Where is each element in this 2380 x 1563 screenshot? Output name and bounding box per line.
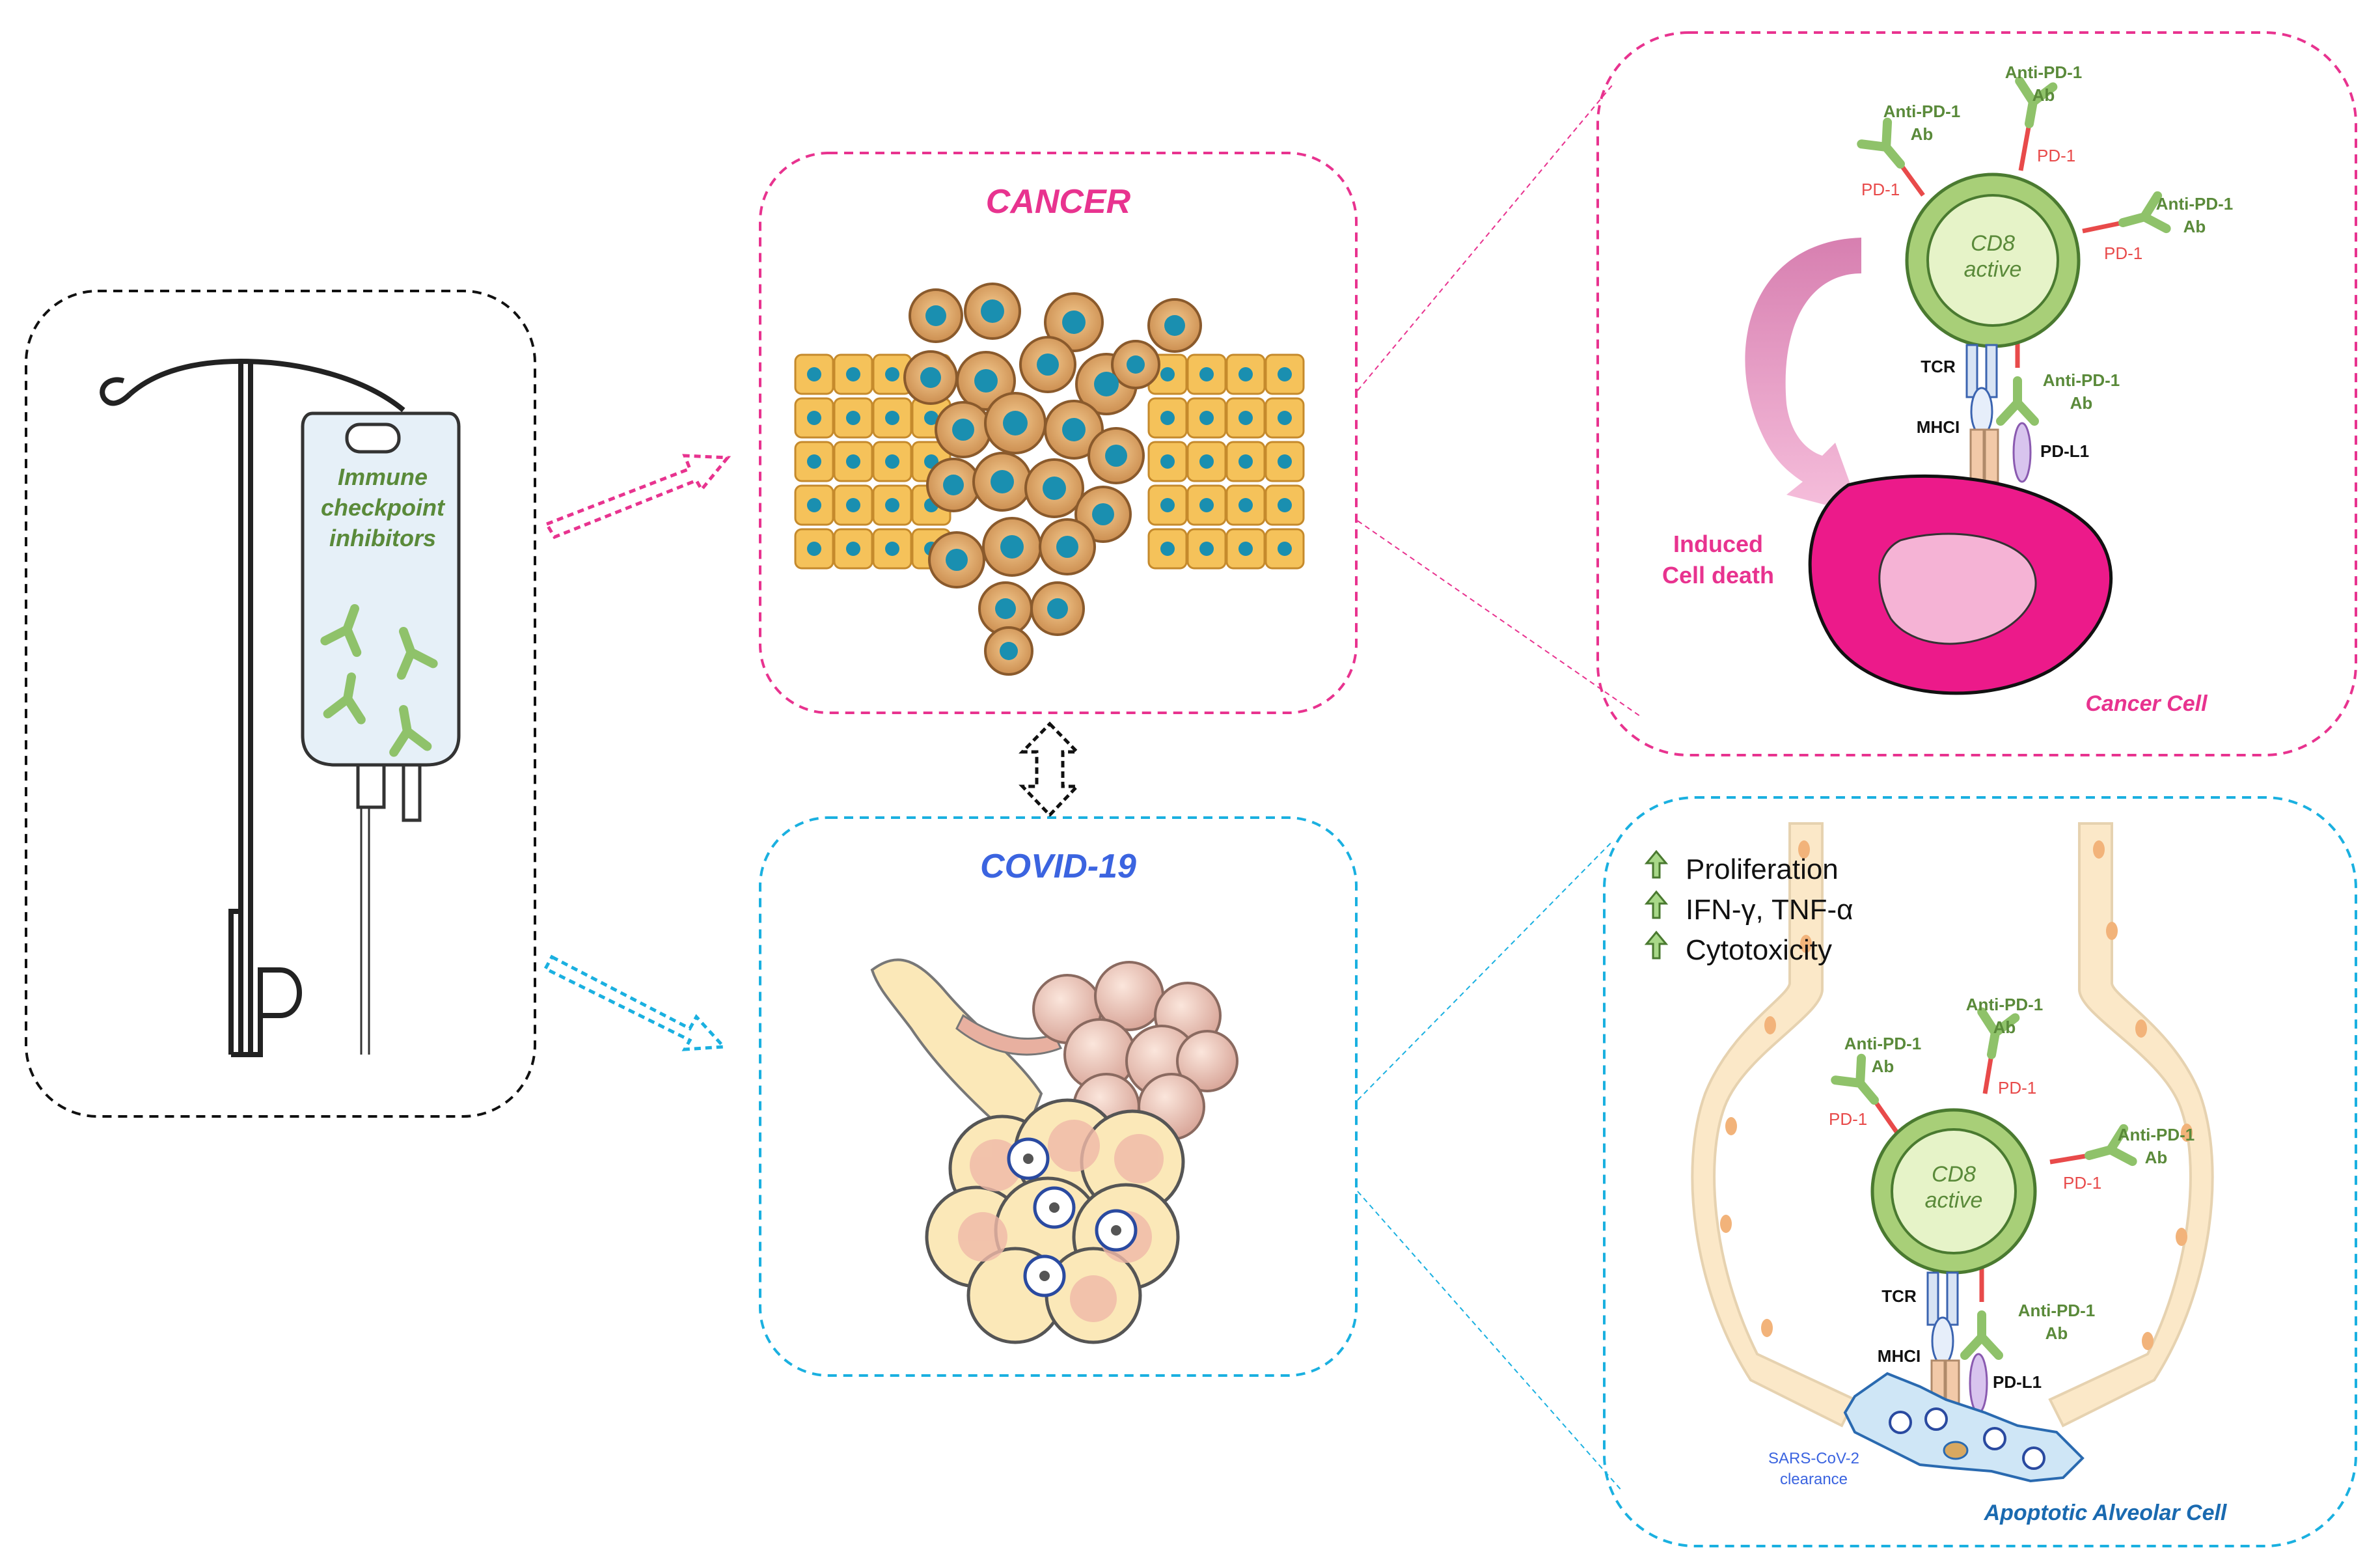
bidirectional-arrow bbox=[1019, 721, 1081, 818]
effect-proliferation: Proliferation bbox=[1686, 853, 1839, 885]
pdl1-receptor bbox=[1969, 1353, 1988, 1414]
cancer-panel-frame bbox=[759, 152, 1358, 714]
antibody-icon bbox=[1965, 1315, 1999, 1355]
pd1-label: PD-1 bbox=[2037, 146, 2075, 165]
antibody-label: Anti-PD-1 bbox=[1966, 995, 2043, 1014]
pd1-label: PD-1 bbox=[2104, 243, 2142, 263]
tcr-mhc-complex bbox=[1965, 344, 1999, 483]
up-arrow-icon bbox=[1644, 890, 1669, 919]
antibody-label: Anti-PD-1 bbox=[2005, 62, 2082, 82]
cd8-label-line1: CD8 bbox=[1932, 1162, 1976, 1187]
alveolar-cell-label: Apoptotic Alveolar Cell bbox=[1984, 1501, 2228, 1525]
pd1-label: PD-1 bbox=[2063, 1173, 2101, 1193]
antibody-icon bbox=[2001, 381, 2034, 421]
antibody-label: Ab bbox=[2145, 1148, 2168, 1167]
iv-stand bbox=[100, 358, 405, 1057]
antibody-label: Anti-PD-1 bbox=[2018, 1301, 2095, 1320]
pd1-label: PD-1 bbox=[1861, 180, 1900, 199]
effects-list: Proliferation IFN-γ, TNF-α Cytotoxicity bbox=[1644, 850, 1853, 966]
cancer-detail-frame bbox=[1596, 31, 2357, 756]
iv-bag-label-line1: Immune bbox=[338, 463, 428, 490]
pd1-label: PD-1 bbox=[1998, 1078, 2036, 1098]
cd8-label-line2: active bbox=[1925, 1188, 1983, 1213]
cd8-label-line2: active bbox=[1964, 257, 2022, 282]
cancer-title: CANCER bbox=[986, 183, 1131, 221]
cancer-cell-label: Cancer Cell bbox=[2085, 691, 2208, 716]
up-arrow-icon bbox=[1644, 930, 1669, 960]
antibody-label: Anti-PD-1 bbox=[2043, 370, 2120, 390]
covid-detail-panel: Proliferation IFN-γ, TNF-α Cytotoxicity … bbox=[1603, 796, 2357, 1547]
clearance-label-line1: SARS-CoV-2 bbox=[1768, 1450, 1859, 1467]
antibody-label: Anti-PD-1 bbox=[2156, 194, 2233, 214]
arrow-to-covid bbox=[543, 954, 728, 1051]
tcr-label: TCR bbox=[1921, 357, 1956, 376]
mhci-label: MHCI bbox=[1917, 417, 1960, 437]
iv-bag-label-line3: inhibitors bbox=[329, 525, 436, 551]
antibody-label: Anti-PD-1 bbox=[1844, 1034, 1921, 1053]
antibody-label: Ab bbox=[2045, 1323, 2068, 1343]
antibody-label: Ab bbox=[2070, 393, 2093, 413]
antibody-label: Anti-PD-1 bbox=[1883, 102, 1960, 121]
effect-cytotoxicity: Cytotoxicity bbox=[1686, 934, 1832, 966]
pdl1-label: PD-L1 bbox=[1993, 1372, 2042, 1392]
induced-death-line1: Induced bbox=[1673, 531, 1763, 557]
covid-panel: COVID-19 bbox=[759, 816, 1622, 1491]
apoptotic-alveolar-cell bbox=[1843, 1372, 2085, 1483]
arrow-to-cancer bbox=[544, 454, 732, 540]
mhci-label: MHCI bbox=[1878, 1346, 1921, 1366]
iv-panel-frame bbox=[25, 290, 536, 1118]
iv-bag: Immune checkpoint inhibitors bbox=[301, 411, 461, 1055]
up-arrow-icon bbox=[1644, 850, 1669, 879]
covid-detail-frame bbox=[1603, 796, 2357, 1547]
antibody-icon bbox=[1861, 122, 1913, 175]
alveoli-illustration bbox=[870, 958, 1238, 1344]
tumor-tissue-illustration bbox=[794, 283, 1305, 676]
cd8-label-line1: CD8 bbox=[1971, 231, 2015, 256]
antibody-label: Ab bbox=[2183, 217, 2206, 236]
induced-death-line2: Cell death bbox=[1662, 562, 1774, 588]
pdl1-label: PD-L1 bbox=[2040, 441, 2089, 461]
antibody-label: Ab bbox=[1872, 1057, 1894, 1076]
antibody-label: Ab bbox=[1993, 1017, 2016, 1037]
clearance-label-line2: clearance bbox=[1780, 1471, 1848, 1488]
antibody-label: Ab bbox=[1911, 124, 1934, 144]
pdl1-receptor bbox=[2012, 422, 2032, 483]
antibody-label: Anti-PD-1 bbox=[2118, 1125, 2195, 1144]
iv-panel: Immune checkpoint inhibitors bbox=[25, 290, 536, 1118]
cancer-panel: CANCER bbox=[759, 84, 1641, 717]
virus-particles bbox=[1007, 1137, 1138, 1297]
pd1-label: PD-1 bbox=[1829, 1109, 1867, 1129]
tcr-label: TCR bbox=[1881, 1286, 1917, 1306]
iv-bag-label-line2: checkpoint bbox=[321, 494, 446, 521]
antibody-label: Ab bbox=[2032, 85, 2055, 105]
effect-cytokines: IFN-γ, TNF-α bbox=[1686, 894, 1853, 926]
cancer-detail-panel: Induced Cell death CD8 active TCR MHCI bbox=[1596, 31, 2357, 756]
covid-title: COVID-19 bbox=[980, 848, 1136, 885]
induced-death-arrow bbox=[1745, 238, 1861, 514]
